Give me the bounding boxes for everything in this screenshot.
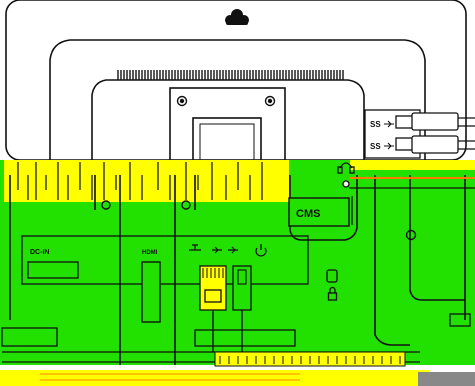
rear-port-panel: DC-IN HDMI [21, 235, 309, 352]
power-icon [255, 244, 267, 257]
security-slot [326, 269, 338, 301]
logo-icon [225, 9, 249, 25]
headphone-jack [337, 162, 475, 225]
dc-in-label: DC-IN [30, 249, 49, 256]
corner-block [418, 372, 475, 386]
ethernet-port [199, 265, 227, 311]
band-ticks [17, 162, 263, 200]
lock-icon [327, 286, 338, 301]
vesa-mount [169, 87, 286, 161]
highlight-band [4, 160, 475, 202]
usb-port [232, 265, 252, 311]
hdmi-label: HDMI [142, 250, 158, 256]
usb-label-bottom: SS [370, 142, 381, 151]
headphone-icon [337, 162, 355, 174]
vent-grille [117, 70, 344, 80]
usb-cable [458, 117, 475, 150]
cms-label: CMS [296, 208, 320, 220]
bottom-strip [214, 351, 406, 367]
upper-usb-ports: SS SS [364, 109, 475, 159]
usb-label-top: SS [370, 120, 381, 129]
network-icon [189, 244, 222, 254]
usb-cable-connector [411, 112, 459, 154]
screw-icon [101, 200, 417, 241]
usb-icon [228, 246, 238, 254]
screw-icon [176, 95, 276, 107]
usb-icon [384, 120, 394, 150]
stand-column [9, 175, 466, 365]
cms-port: CMS [288, 197, 350, 227]
